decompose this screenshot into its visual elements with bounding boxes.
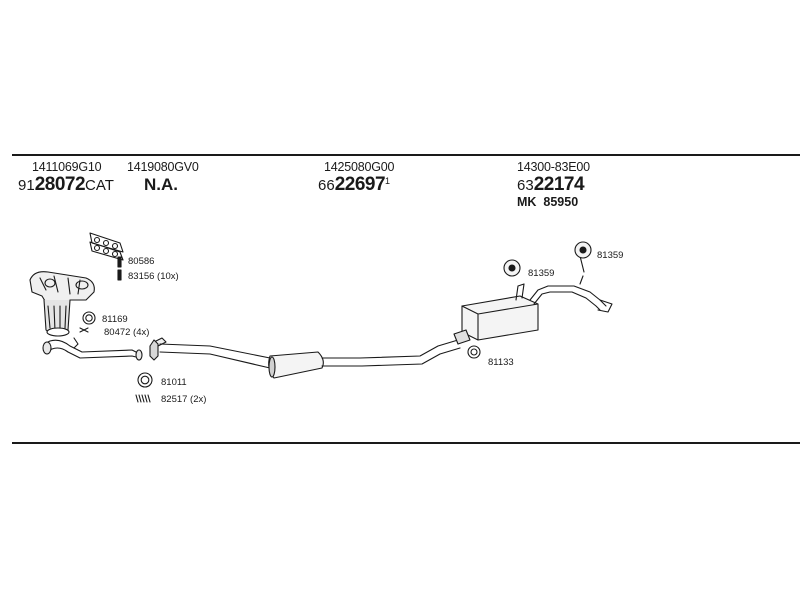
part-prefix: 91 [18,177,35,194]
bottom-divider [12,442,800,444]
part-number-4: 6322174 [517,174,585,196]
alt-prefix: MK [517,195,537,209]
ring-part [82,311,96,325]
top-divider [12,154,800,156]
gasket-set-part [89,232,124,261]
ring-lower-part [137,372,153,388]
part-main: 22174 [533,174,585,195]
part-main: 28072 [34,174,86,195]
oem-number-1: 1411069G10 [32,160,102,174]
hanger-b-label: 81359 [597,250,623,261]
part-suffix: 1 [385,176,391,186]
clamp-part [467,345,481,359]
studs-label: 83156 (10x) [128,271,179,282]
ring-left-label: 81169 [102,314,128,325]
alt-number: 85950 [543,195,579,209]
studs-part [117,256,122,281]
oem-number-3: 1425080G00 [324,160,395,174]
front-pipe-part [42,337,143,361]
springs-label: 82517 (2x) [161,394,206,405]
hanger-icon-b [574,241,592,259]
middle-pipe-part [149,337,461,379]
gasket-set-label: 80586 [128,256,154,267]
bolt-part [79,327,89,333]
part-suffix: CAT [85,177,114,194]
part-prefix: 63 [517,177,534,194]
hanger-a-label: 81359 [528,268,554,279]
bolts-label: 80472 (4x) [104,327,149,338]
part-number-1: 9128072CAT [18,174,114,196]
part-number-3: 66226971 [318,174,390,196]
not-available-label: N.A. [144,175,178,194]
hanger-icon-a [503,259,521,277]
catalytic-converter-part [29,271,95,337]
part-main: 22697 [334,174,386,195]
ring-lower-label: 81011 [161,377,187,388]
clamp-rear-label: 81133 [488,357,514,368]
springs-part [135,394,151,403]
alt-part-number: MK 85950 [517,195,578,209]
part-prefix: 66 [318,177,335,194]
rear-muffler-part [453,255,613,345]
oem-number-2: 1419080GV0 [127,160,199,174]
oem-number-4: 14300-83E00 [517,160,590,174]
